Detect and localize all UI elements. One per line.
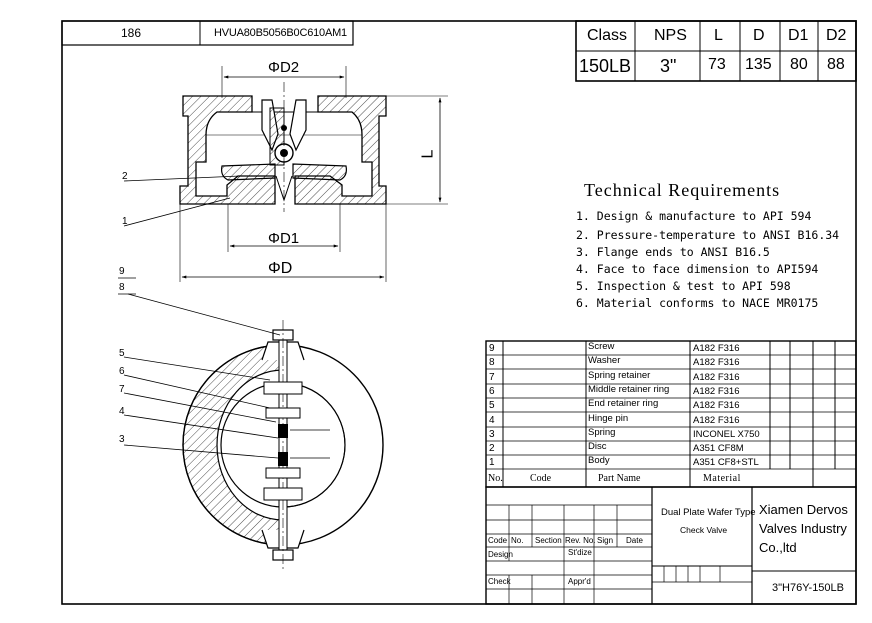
part-no: 6 [489,386,495,397]
tb-stdize-label: St'dize [568,548,592,557]
tb-design-label: Design [488,550,513,559]
tb-rev-label: Rev. No. [565,536,596,545]
section-view [123,66,448,282]
callout-front-3: 3 [119,434,125,445]
model-number: 3"H76Y-150LB [772,582,844,594]
callout-front-4: 4 [119,406,125,417]
callout-front-6: 6 [119,366,125,377]
tech-req-item-4: 4. Face to face dimension to API594 [576,262,819,276]
company-line2: Valves Industry [759,521,847,536]
parts-list-grid [485,340,857,488]
part-name: Screw [588,341,615,352]
part-material: A182 F316 [693,386,740,397]
product-name-line1: Dual Plate Wafer Type [661,507,756,518]
callout-front-5: 5 [119,348,125,359]
dim-value-class: 150LB [579,56,632,76]
callout-front-9: 9 [119,266,125,277]
part-no: 2 [489,443,495,454]
tb-apprd-label: Appr'd [568,577,591,586]
part-no: 5 [489,400,495,411]
sheet-number: 186 [121,26,142,40]
parts-header-material: Material [703,473,741,484]
company-line1: Xiamen Dervos [759,502,848,517]
label-phi-d: ΦD [268,260,293,277]
part-material: A351 CF8+STL [693,457,759,468]
part-no: 3 [489,429,495,440]
dimension-table-grid [575,20,857,82]
part-name: Spring [588,427,616,438]
tech-req-item-5: 5. Inspection & test to API 598 [576,279,791,293]
tb-no-label: No. [511,536,524,545]
part-no: 8 [489,357,495,368]
part-name: Body [588,455,610,466]
tech-req-item-2: 2. Pressure-temperature to ANSI B16.34 [576,228,840,242]
company-line3: Co.,ltd [759,540,797,555]
drawing-code: HVUA80B5056B0C610AM1 [214,27,347,39]
dim-value-d2: 88 [827,56,845,73]
part-name: Middle retainer ring [588,384,670,395]
callout-front-7: 7 [119,384,125,395]
front-view [118,277,384,572]
dim-header-nps: NPS [654,27,687,44]
callout-front-8: 8 [119,282,125,293]
tech-req-item-1: 1. Design & manufacture to API 594 [576,209,812,223]
label-l: L [419,149,437,159]
tech-req-title: Technical Requirements [584,180,781,200]
code-box [61,20,354,46]
parts-header-no: No. [488,473,503,484]
dim-header-l: L [714,27,723,44]
part-name: Washer [588,355,621,366]
part-name: End retainer ring [588,398,659,409]
tb-sign-label: Sign [597,536,614,545]
parts-header-name: Part Name [598,473,641,484]
tb-date-label: Date [626,536,643,545]
callout-section-1: 1 [122,216,128,227]
dim-header-d: D [753,27,765,44]
dim-value-d: 135 [745,56,772,73]
dim-value-nps: 3" [660,56,677,76]
tb-check-label: Check [488,577,511,586]
parts-header-code: Code [530,473,552,484]
label-phi-d1: ΦD1 [268,230,300,247]
dim-header-class: Class [587,27,628,44]
part-name: Hinge pin [588,413,629,424]
part-name: Spring retainer [588,370,651,381]
tb-section-label: Section [535,536,562,545]
part-material: A182 F316 [693,343,740,354]
part-material: A351 CF8M [693,443,744,454]
label-phi-d2: ΦD2 [268,59,300,76]
callout-section-2: 2 [122,171,128,182]
product-name-line2: Check Valve [680,525,728,535]
dim-value-l: 73 [708,56,726,73]
tech-req-item-6: 6. Material conforms to NACE MR0175 [576,296,819,310]
sheet-frame [61,20,857,605]
part-material: A182 F316 [693,400,740,411]
part-no: 1 [489,457,495,468]
title-block-grid [485,486,857,605]
part-no: 9 [489,343,495,354]
part-material: A182 F316 [693,372,740,383]
tb-code-label: Code [488,536,508,545]
dim-value-d1: 80 [790,56,808,73]
dim-header-d1: D1 [788,27,809,44]
part-no: 7 [489,372,495,383]
part-material: A182 F316 [693,415,740,426]
part-material: A182 F316 [693,357,740,368]
part-name: Disc [588,441,607,452]
dim-header-d2: D2 [826,27,847,44]
part-no: 4 [489,415,495,426]
part-material: INCONEL X750 [693,429,760,440]
tech-req-item-3: 3. Flange ends to ANSI B16.5 [576,245,770,259]
